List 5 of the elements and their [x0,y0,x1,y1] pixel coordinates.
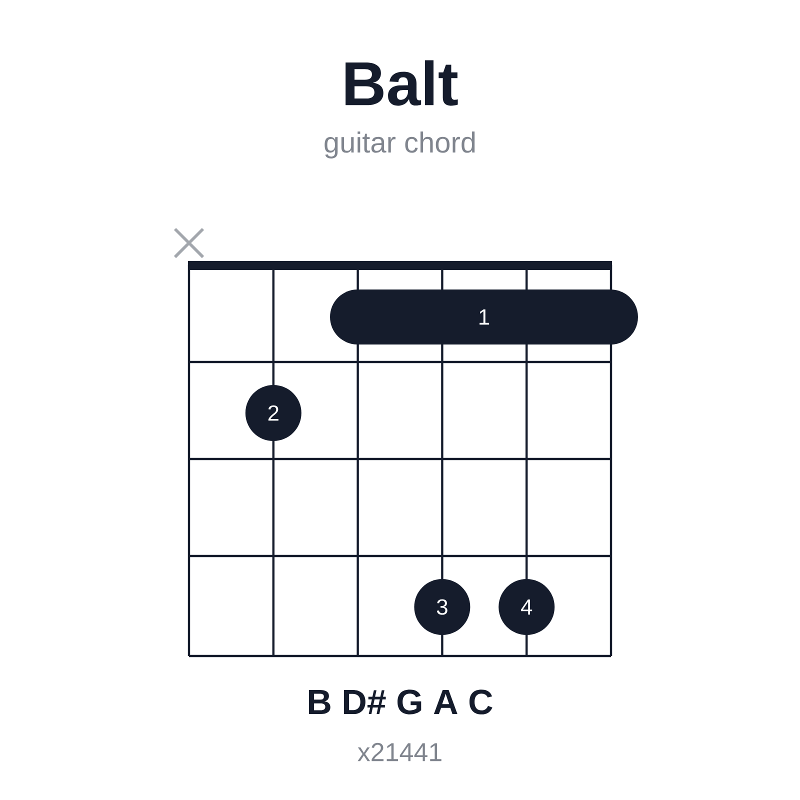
note-names: B D# G A C [309,690,492,714]
subtitle: guitar chord [324,131,475,159]
title: Balt [346,60,458,106]
fingering-code: x21441 [358,742,442,762]
barre-bar: 1 [330,290,638,344]
